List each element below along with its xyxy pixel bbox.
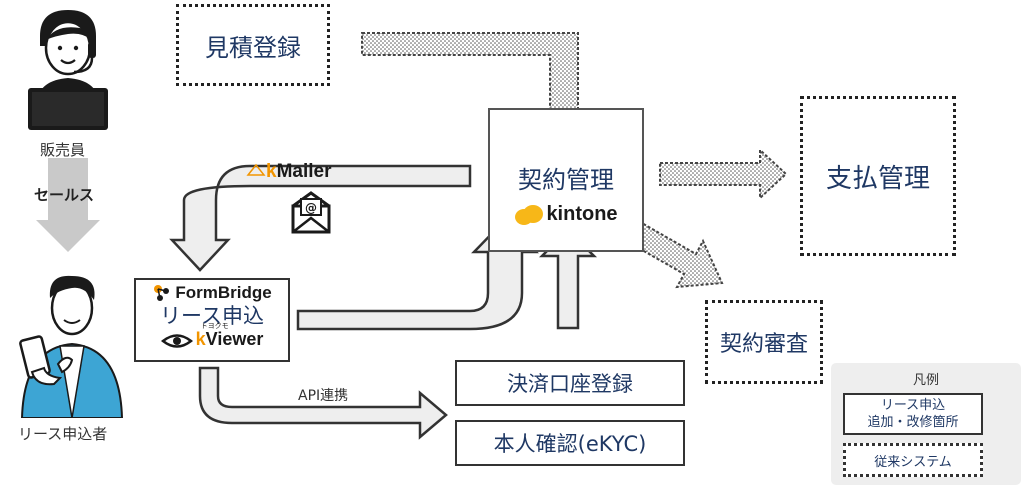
seller-label: 販売員	[40, 141, 86, 159]
contract-review-label: 契約審査	[719, 332, 808, 357]
sales-arrow	[36, 158, 100, 252]
legend-title: 凡例	[912, 373, 939, 388]
salesperson-icon	[28, 10, 108, 130]
identity-verification-box: 本人確認(eKYC)	[455, 420, 685, 466]
contract-management-label: 契約管理	[518, 166, 614, 194]
kintone-cloud-icon	[515, 204, 544, 225]
kmailer-k: k	[266, 161, 277, 182]
kviewer-k: k	[195, 329, 206, 349]
applicant-icon	[19, 275, 124, 418]
api-label: API連携	[298, 388, 349, 404]
svg-text:@: @	[305, 201, 317, 215]
identity-verification-label: 本人確認(eKYC)	[493, 432, 647, 456]
legend-legacy-box: 従来システム	[843, 443, 983, 477]
legend-legacy-label: 従来システム	[874, 454, 952, 470]
kviewer-text: Viewer	[205, 329, 264, 349]
eye-icon	[160, 334, 193, 348]
applicant-label: リース申込者	[18, 425, 108, 443]
kmailer-arrow	[169, 164, 472, 272]
kmailer-text: Mailer	[276, 161, 332, 182]
kintone-text: kintone	[546, 203, 618, 225]
api-arrow	[198, 366, 448, 440]
legend-new-line2: 追加・改修箇所	[867, 415, 959, 430]
estimate-box: 見積登録	[176, 4, 330, 86]
estimate-label: 見積登録	[205, 33, 301, 62]
legend-new-box: リース申込 追加・改修箇所	[843, 393, 983, 435]
payment-management-label: 支払管理	[825, 163, 930, 194]
kmailer-wings-icon	[246, 163, 266, 176]
kmailer-logo: k Mailer	[246, 161, 332, 183]
sales-label: セールス	[34, 186, 95, 204]
formbridge-text: FormBridge	[175, 283, 272, 302]
lease-application-label: リース申込	[160, 304, 264, 328]
formbridge-logo: FormBridge	[152, 283, 272, 303]
contract-to-payment-arrow	[659, 147, 788, 201]
kviewer-logo: k Viewer トヨクモ	[160, 322, 264, 350]
mail-envelope-icon: @	[291, 191, 331, 234]
legend-new-line1: リース申込	[880, 398, 946, 413]
contract-management-box: 契約管理 kintone	[488, 108, 644, 252]
contract-review-box: 契約審査	[705, 300, 823, 384]
kintone-logo: kintone	[514, 203, 618, 226]
payment-account-box: 決済口座登録	[455, 360, 685, 406]
lease-application-box: FormBridge リース申込 k Viewer トヨクモ	[134, 278, 290, 362]
legend: 凡例 リース申込 追加・改修箇所 従来システム	[831, 363, 1021, 485]
payment-management-box: 支払管理	[800, 96, 956, 256]
payment-account-label: 決済口座登録	[507, 372, 633, 396]
kviewer-ruby: トヨクモ	[200, 322, 229, 330]
formbridge-icon	[154, 285, 170, 301]
